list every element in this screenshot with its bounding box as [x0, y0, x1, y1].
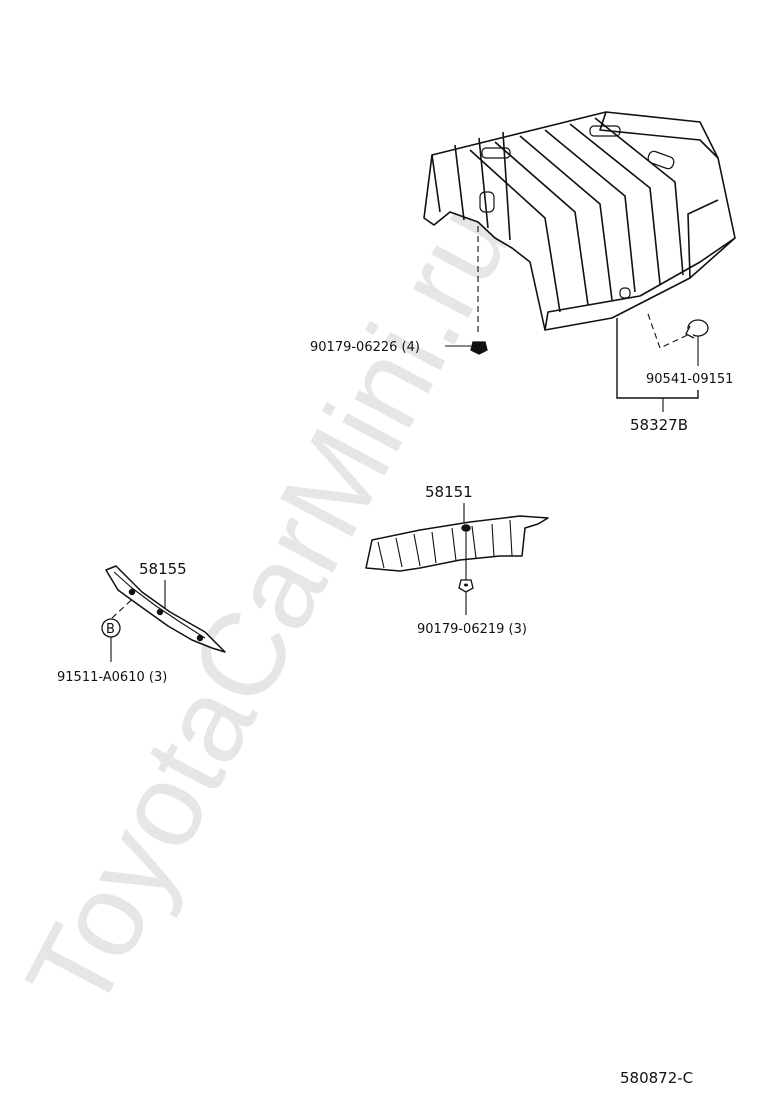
watermark-text: ToyotaCarMini.ru	[1, 183, 536, 1032]
side-cover-58155	[105, 565, 226, 653]
diagram-code: 580872-C	[620, 1069, 693, 1087]
part-label-cover-center: 58151	[425, 483, 473, 501]
part-label-clip-center: 90179-06219 (3)	[417, 622, 527, 637]
part-label-grommet-main: 90541-09151	[646, 372, 733, 387]
bolt-b-icon: B	[101, 618, 121, 638]
bracket-58327b	[616, 318, 699, 399]
part-label-clip-main: 90179-06226 (4)	[310, 340, 420, 355]
bolt-marker-text: B	[106, 622, 115, 637]
side-cover-58151	[365, 515, 549, 572]
part-label-bolt-left: 91511-A0610 (3)	[57, 670, 167, 685]
engine-under-cover-58327b	[423, 111, 736, 331]
part-label-cover-left: 58155	[139, 560, 187, 578]
clip-icon	[458, 579, 474, 593]
leader-grommet-main	[647, 313, 695, 349]
part-label-cover-main: 58327B	[630, 416, 688, 434]
grommet-icon	[685, 319, 709, 339]
clip-icon	[470, 341, 488, 355]
